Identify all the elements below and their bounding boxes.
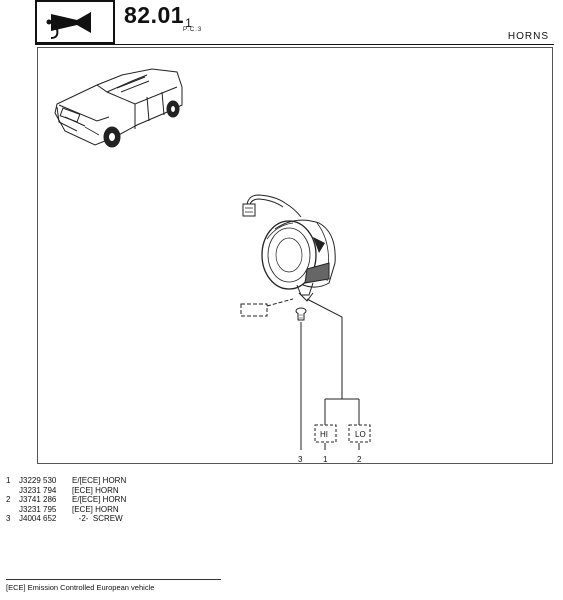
diagram-frame	[37, 47, 553, 464]
horn-icon	[46, 12, 91, 39]
ref-number-3: 3	[298, 455, 303, 464]
part-number: J4004 652	[19, 514, 57, 523]
horn-connector	[242, 194, 302, 218]
part-index: 3	[6, 514, 11, 523]
screw-bolt	[295, 307, 307, 321]
horn-assembly	[261, 219, 336, 302]
part-index: 2	[6, 495, 11, 504]
part-description: -2- SCREW	[72, 514, 123, 523]
hi-label: HI	[320, 430, 328, 439]
ref-number-2: 2	[357, 455, 362, 464]
lo-label: LO	[355, 430, 366, 439]
header-rule	[35, 44, 554, 45]
section-title: HORNS	[507, 31, 549, 42]
exploded-diagram	[54, 68, 371, 450]
station-wagon-illustration	[54, 68, 183, 148]
footnote: [ECE] Emission Controlled European vehic…	[6, 583, 155, 592]
part-number: J3229 530	[19, 476, 57, 485]
page-code: 82.011	[124, 2, 192, 30]
horn-symbol-box	[35, 0, 115, 44]
ref-number-1: 1	[323, 455, 328, 464]
pc-note: P.C.3	[183, 27, 203, 33]
part-index: 1	[6, 476, 11, 485]
lo-terminal-box	[348, 424, 371, 443]
page-code-suffix: 1	[185, 16, 193, 30]
page-code-main: 82.01	[124, 2, 185, 28]
hi-terminal-box	[314, 424, 337, 443]
part-description: E/[ECE] HORN	[72, 495, 127, 504]
part-number: J3741 286	[19, 495, 57, 504]
part-description: E/[ECE] HORN	[72, 476, 127, 485]
part-description: [ECE] HORN	[72, 504, 119, 514]
callout-leaders	[300, 298, 360, 450]
footnote-rule	[6, 579, 221, 580]
mounting-bracket-dashed	[240, 298, 294, 317]
part-number: J3231 795	[19, 504, 57, 514]
part-description: [ECE] HORN	[72, 485, 119, 495]
part-number: J3231 794	[19, 485, 57, 495]
